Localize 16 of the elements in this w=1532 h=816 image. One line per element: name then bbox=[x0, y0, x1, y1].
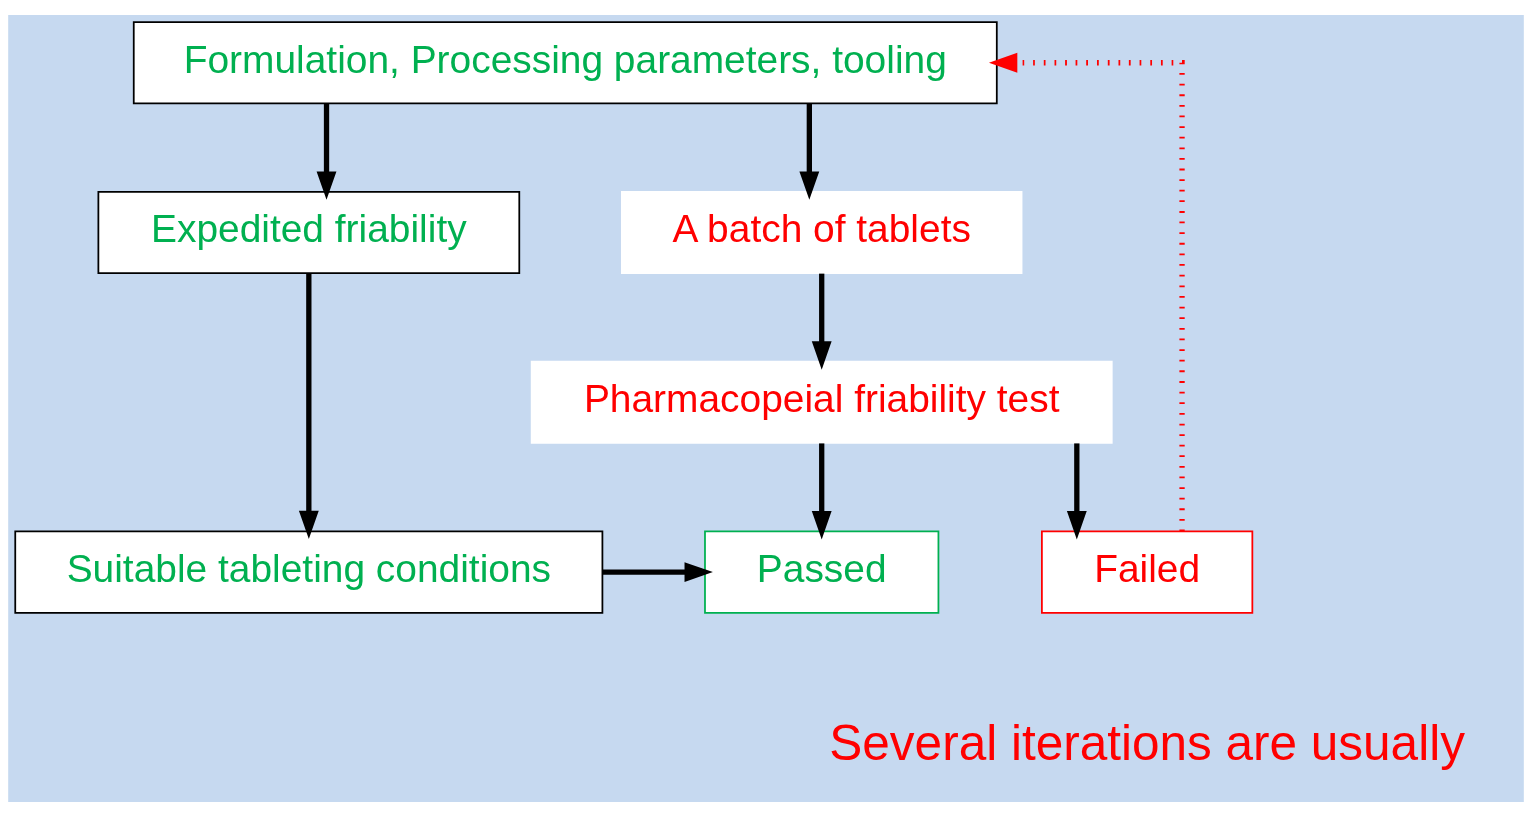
arrow bbox=[602, 561, 713, 582]
label: Several iterations are usually bbox=[829, 714, 1465, 770]
arrow bbox=[811, 442, 832, 539]
node-box: Formulation, Processing parameters, tooling bbox=[132, 20, 998, 104]
node-box: Pharmacopeial friability test bbox=[530, 360, 1113, 444]
arrow bbox=[1066, 442, 1087, 539]
arrow bbox=[811, 273, 832, 370]
arrow bbox=[988, 52, 1185, 531]
node-box: A batch of tablets bbox=[620, 190, 1023, 274]
node-box: Passed bbox=[704, 530, 940, 614]
arrow bbox=[316, 103, 337, 200]
arrow bbox=[799, 103, 820, 200]
node-box: Expedited friability bbox=[97, 190, 521, 274]
node-box: Failed bbox=[1041, 530, 1254, 614]
node-box: Suitable tableting conditions bbox=[14, 530, 604, 614]
arrow bbox=[298, 273, 319, 539]
